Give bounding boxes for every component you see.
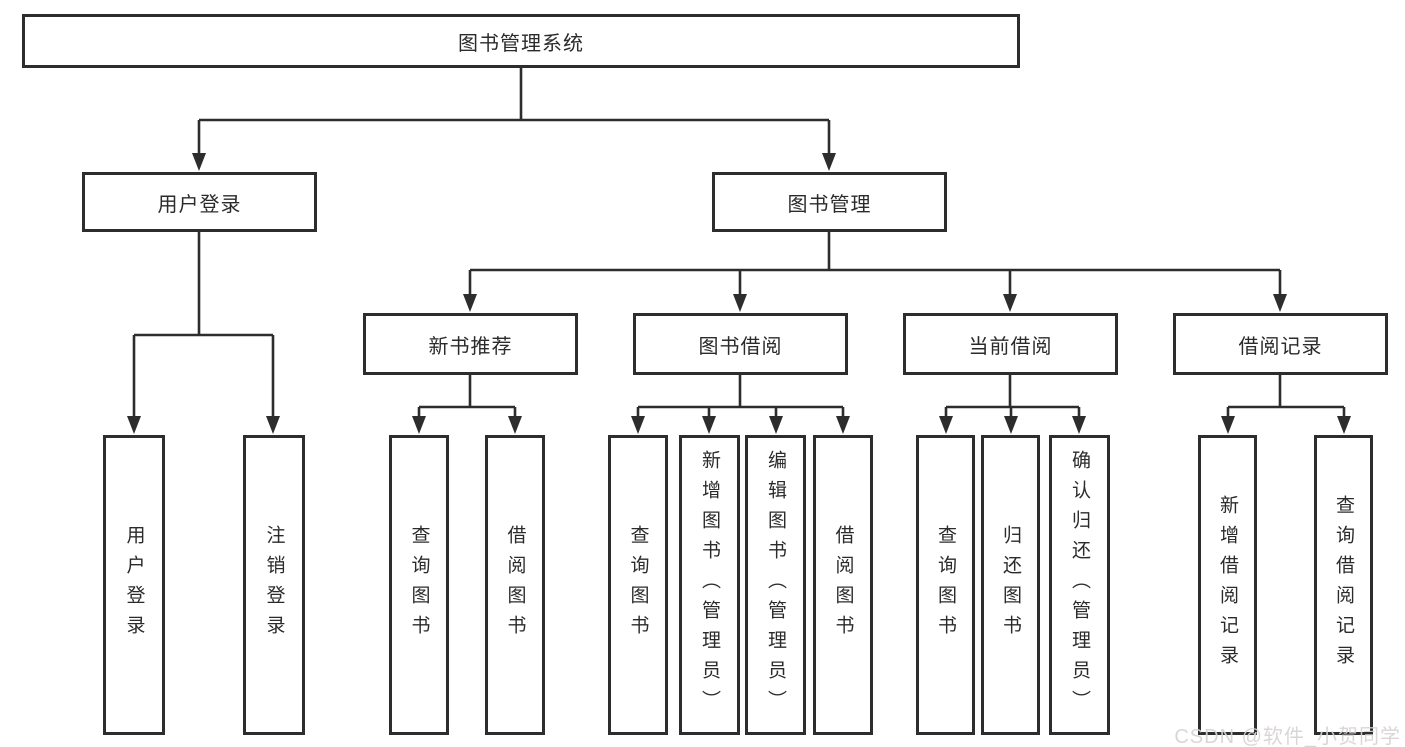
- leaf-label: 新增借阅记录: [1217, 495, 1238, 675]
- leaf-label: 注销登录: [263, 525, 285, 645]
- leaf-label: 新增图书（管理员）: [699, 450, 720, 720]
- csdn-watermark: CSDN @软件_小贺同学: [1174, 726, 1401, 747]
- node-logout: 注销登录: [243, 435, 305, 735]
- leaf-label: 借阅图书: [504, 525, 526, 645]
- leaf-label: 借阅图书: [832, 525, 854, 645]
- leaf-label: 确认归还（管理员）: [1069, 450, 1090, 720]
- leaf-label: 归还图书: [1000, 525, 1021, 645]
- node-new-book-recommend: 新书推荐: [363, 313, 578, 375]
- node-add-borrow-record: 新增借阅记录: [1198, 435, 1257, 735]
- node-query-books-recommend: 查询图书: [389, 435, 449, 735]
- node-library-system: 图书管理系统: [22, 14, 1020, 68]
- leaf-label: 查询借阅记录: [1333, 495, 1354, 675]
- node-confirm-return-admin: 确认归还（管理员）: [1049, 435, 1110, 735]
- node-query-borrow-record: 查询借阅记录: [1314, 435, 1373, 735]
- node-book-management: 图书管理: [712, 172, 947, 232]
- node-current-borrowing: 当前借阅: [903, 313, 1118, 375]
- node-query-books-current: 查询图书: [916, 435, 975, 735]
- leaf-label: 查询图书: [408, 525, 430, 645]
- leaf-label: 查询图书: [935, 525, 956, 645]
- node-user-login-leaf: 用户登录: [103, 435, 165, 735]
- node-add-books-admin: 新增图书（管理员）: [679, 435, 740, 735]
- node-borrowing-records: 借阅记录: [1173, 313, 1388, 375]
- node-borrow-books-borrowing: 借阅图书: [813, 435, 873, 735]
- node-query-books-borrowing: 查询图书: [608, 435, 668, 735]
- node-book-borrowing: 图书借阅: [633, 313, 848, 375]
- node-return-books: 归还图书: [981, 435, 1040, 735]
- leaf-label: 编辑图书（管理员）: [765, 450, 786, 720]
- node-borrow-books-recommend: 借阅图书: [485, 435, 545, 735]
- node-user-login: 用户登录: [82, 172, 317, 232]
- leaf-label: 查询图书: [627, 525, 649, 645]
- leaf-label: 用户登录: [123, 525, 145, 645]
- node-edit-books-admin: 编辑图书（管理员）: [745, 435, 806, 735]
- arrowheads: [127, 153, 1351, 434]
